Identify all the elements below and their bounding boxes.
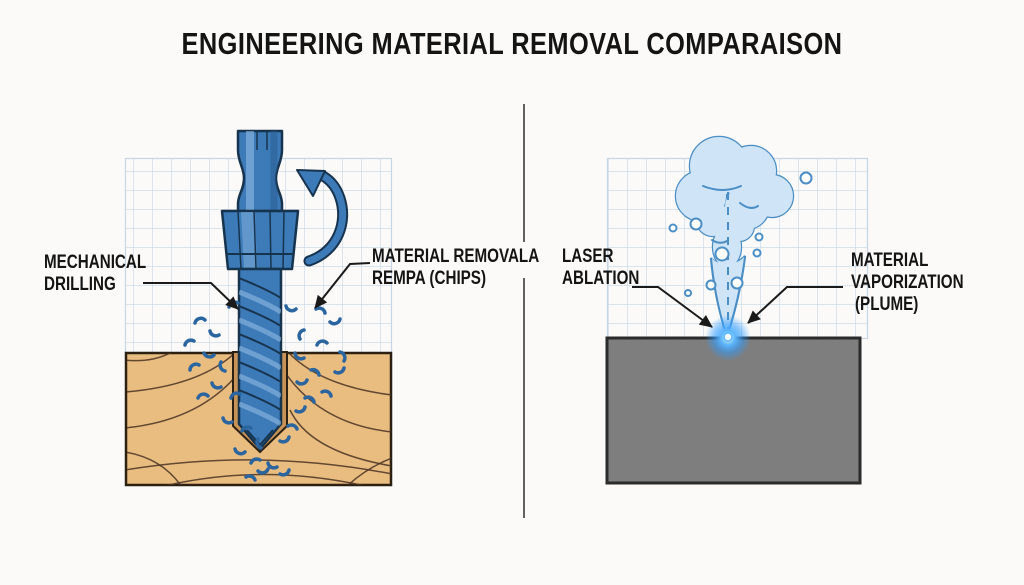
label-line: ABLATION: [562, 268, 640, 289]
mechanical-drilling-panel: [124, 129, 393, 487]
page-title: ENGINEERING MATERIAL REMOVAL COMPARAISON: [181, 26, 843, 61]
drill-bit: [237, 267, 283, 451]
label-line: DRILLING: [44, 274, 116, 295]
label-line: (PLUME): [855, 294, 919, 315]
material-block: [605, 336, 862, 485]
vapor-bubbles: [668, 171, 813, 297]
material-removal-callout-line: [314, 262, 371, 309]
rotation-arrow-icon: [296, 169, 349, 267]
label-line: MATERIAL REMOVALA: [372, 246, 540, 267]
plume-detail-lines: [702, 185, 759, 244]
drill-chuck: [220, 209, 300, 271]
drill-shank: [236, 129, 284, 213]
label-line: MATERIAL: [851, 250, 929, 271]
mechanical-drilling-callout-line: [143, 282, 239, 310]
laser-ablation-callout-line: [632, 286, 713, 328]
vapor-plume: [668, 135, 813, 361]
label-line: REMPA (CHIPS): [372, 268, 486, 289]
drill: [220, 129, 349, 451]
material-vaporization-callout-line: [747, 286, 843, 324]
label-line: MECHANICAL: [44, 252, 147, 273]
laser-ablation-label: LASER ABLATION: [562, 246, 639, 290]
material-chips: [183, 300, 347, 482]
mechanical-drilling-label: MECHANICAL DRILLING: [44, 252, 146, 296]
laser-ablation-panel: [605, 135, 869, 485]
label-line: LASER: [562, 246, 614, 267]
laser-glow-icon: [705, 315, 751, 361]
label-line: VAPORIZATION: [851, 272, 964, 293]
material-vaporization-label: MATERIAL VAPORIZATION (PLUME): [851, 250, 964, 316]
material-removal-label: MATERIAL REMOVALA REMPA (CHIPS): [372, 246, 539, 290]
